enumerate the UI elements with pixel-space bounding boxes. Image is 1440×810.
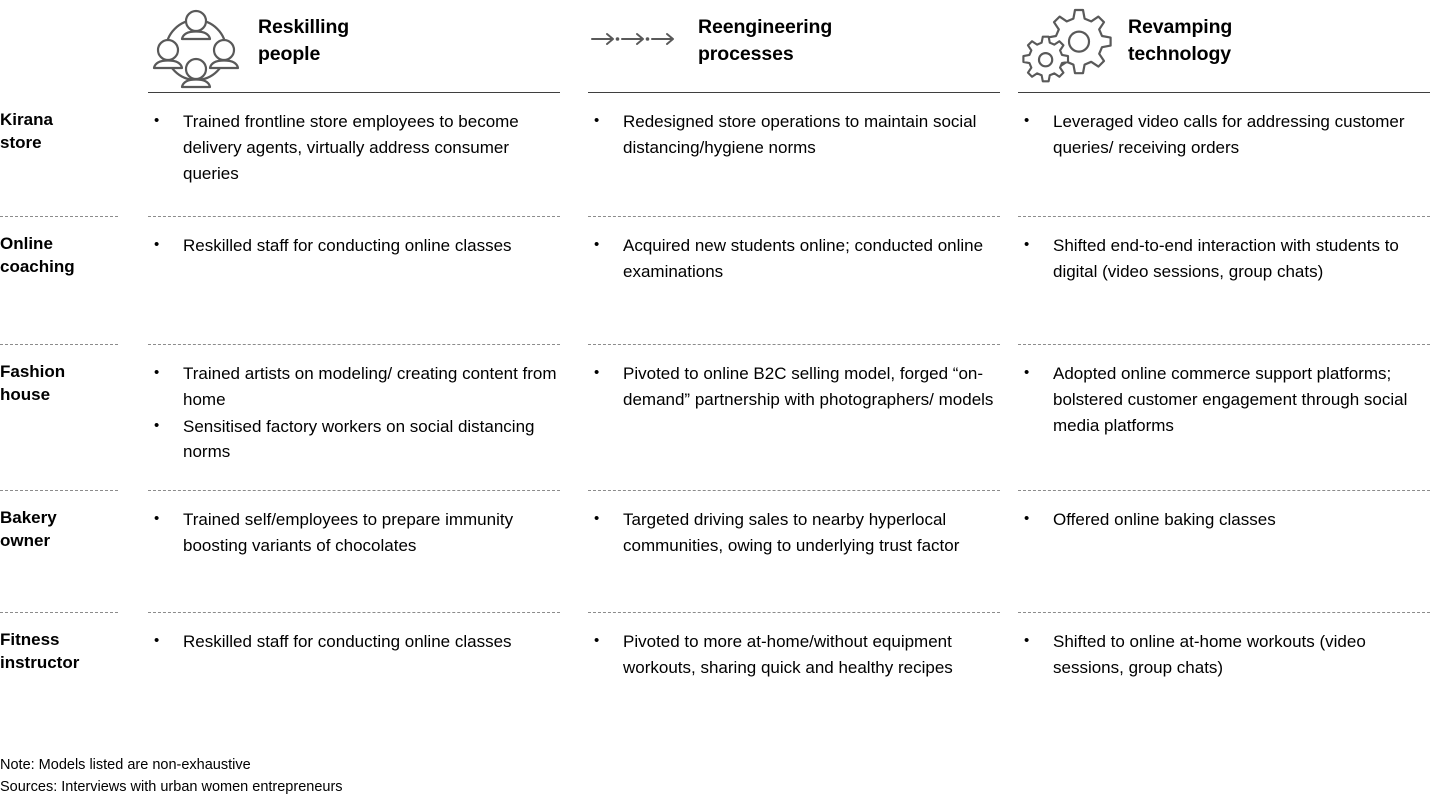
row-divider-4-col-3 [1018, 612, 1430, 613]
bullet-list: Shifted to online at-home workouts (vide… [1018, 628, 1418, 681]
list-item: Trained artists on modeling/ creating co… [148, 360, 566, 413]
column-header-reengineering-processes: Reengineering processes [588, 0, 1018, 94]
footnotes: Note: Models listed are non-exhaustive S… [0, 754, 343, 798]
row-divider-4-col-2 [588, 612, 1000, 613]
list-item: Targeted driving sales to nearby hyperlo… [588, 506, 996, 559]
list-item: Offered online baking classes [1018, 506, 1418, 533]
row-divider-1-col-1 [148, 216, 560, 217]
column-header-label: Reskilling people [258, 16, 350, 65]
row-divider-2-label [0, 344, 118, 345]
capability-matrix: Reskilling people [0, 0, 1440, 732]
cell-fitness-instructor-reengineering: Pivoted to more at-home/without equipmen… [588, 614, 1018, 732]
list-item: Redesigned store operations to maintain … [588, 108, 996, 161]
cell-bakery-owner-reskilling: Trained self/employees to prepare immuni… [148, 492, 588, 614]
row-label-fashion-house: Fashion house [0, 362, 66, 404]
bullet-list: Pivoted to online B2C selling model, for… [588, 360, 996, 413]
bullet-list: Acquired new students online; conducted … [588, 232, 996, 285]
row-label-online-coaching: Online coaching [0, 234, 75, 276]
row-divider-3-col-2 [588, 490, 1000, 491]
footnote-sources: Sources: Interviews with urban women ent… [0, 778, 343, 795]
cell-fashion-house-reengineering: Pivoted to online B2C selling model, for… [588, 346, 1018, 492]
cell-online-coaching-reengineering: Acquired new students online; conducted … [588, 218, 1018, 346]
cell-online-coaching-revamping: Shifted end-to-end interaction with stud… [1018, 218, 1440, 346]
bullet-list: Trained artists on modeling/ creating co… [148, 360, 566, 466]
cell-bakery-owner-reengineering: Targeted driving sales to nearby hyperlo… [588, 492, 1018, 614]
row-label-kirana-store: Kirana store [0, 110, 53, 152]
list-item: Sensitised factory workers on social dis… [148, 413, 566, 466]
row-divider-2-col-1 [148, 344, 560, 345]
cell-fitness-instructor-reskilling: Reskilled staff for conducting online cl… [148, 614, 588, 732]
list-item: Reskilled staff for conducting online cl… [148, 232, 566, 259]
cell-kirana-store-reengineering: Redesigned store operations to maintain … [588, 94, 1018, 218]
bullet-list: Adopted online commerce support platform… [1018, 360, 1418, 438]
cell-kirana-store-reskilling: Trained frontline store employees to bec… [148, 94, 588, 218]
list-item: Leveraged video calls for addressing cus… [1018, 108, 1418, 161]
cell-fashion-house-reskilling: Trained artists on modeling/ creating co… [148, 346, 588, 492]
bullet-list: Offered online baking classes [1018, 506, 1418, 533]
header-rule-col-1 [148, 92, 560, 93]
cell-fitness-instructor-revamping: Shifted to online at-home workouts (vide… [1018, 614, 1440, 732]
row-divider-4-label [0, 612, 118, 613]
bullet-list: Reskilled staff for conducting online cl… [148, 232, 566, 259]
list-item: Pivoted to online B2C selling model, for… [588, 360, 996, 413]
cell-bakery-owner-revamping: Offered online baking classes [1018, 492, 1440, 614]
bullet-list: Trained self/employees to prepare immuni… [148, 506, 566, 559]
row-label-fitness-instructor: Fitness instructor [0, 630, 80, 672]
header-corner-spacer [0, 0, 148, 94]
row-divider-3-col-3 [1018, 490, 1430, 491]
list-item: Trained self/employees to prepare immuni… [148, 506, 566, 559]
bullet-list: Redesigned store operations to maintain … [588, 108, 996, 161]
column-header-reskilling-people: Reskilling people [148, 0, 588, 94]
list-item: Shifted to online at-home workouts (vide… [1018, 628, 1418, 681]
row-divider-3-label [0, 490, 118, 491]
row-divider-1-label [0, 216, 118, 217]
cell-kirana-store-revamping: Leveraged video calls for addressing cus… [1018, 94, 1440, 218]
footnote-note: Note: Models listed are non-exhaustive [0, 756, 251, 773]
row-divider-2-col-2 [588, 344, 1000, 345]
list-item: Shifted end-to-end interaction with stud… [1018, 232, 1418, 285]
list-item: Pivoted to more at-home/without equipmen… [588, 628, 996, 681]
process-arrows-icon [588, 4, 684, 52]
header-rule-col-3 [1018, 92, 1430, 93]
row-divider-2-col-3 [1018, 344, 1430, 345]
bullet-list: Reskilled staff for conducting online cl… [148, 628, 566, 655]
header-rule-col-2 [588, 92, 1000, 93]
list-item: Acquired new students online; conducted … [588, 232, 996, 285]
list-item: Adopted online commerce support platform… [1018, 360, 1418, 438]
row-divider-4-col-1 [148, 612, 560, 613]
cell-fashion-house-revamping: Adopted online commerce support platform… [1018, 346, 1440, 492]
column-header-label: Reengineering processes [698, 16, 833, 65]
row-divider-1-col-3 [1018, 216, 1430, 217]
row-divider-3-col-1 [148, 490, 560, 491]
bullet-list: Shifted end-to-end interaction with stud… [1018, 232, 1418, 285]
list-item: Trained frontline store employees to bec… [148, 108, 566, 186]
column-header-revamping-technology: Revamping technology [1018, 0, 1440, 94]
bullet-list: Targeted driving sales to nearby hyperlo… [588, 506, 996, 559]
bullet-list: Pivoted to more at-home/without equipmen… [588, 628, 996, 681]
bullet-list: Trained frontline store employees to bec… [148, 108, 566, 186]
list-item: Reskilled staff for conducting online cl… [148, 628, 566, 655]
cell-online-coaching-reskilling: Reskilled staff for conducting online cl… [148, 218, 588, 346]
row-divider-1-col-2 [588, 216, 1000, 217]
bullet-list: Leveraged video calls for addressing cus… [1018, 108, 1418, 161]
people-circle-icon [148, 4, 244, 94]
row-label-bakery-owner: Bakery owner [0, 508, 57, 550]
gears-icon [1018, 4, 1114, 92]
column-header-label: Revamping technology [1128, 16, 1233, 65]
